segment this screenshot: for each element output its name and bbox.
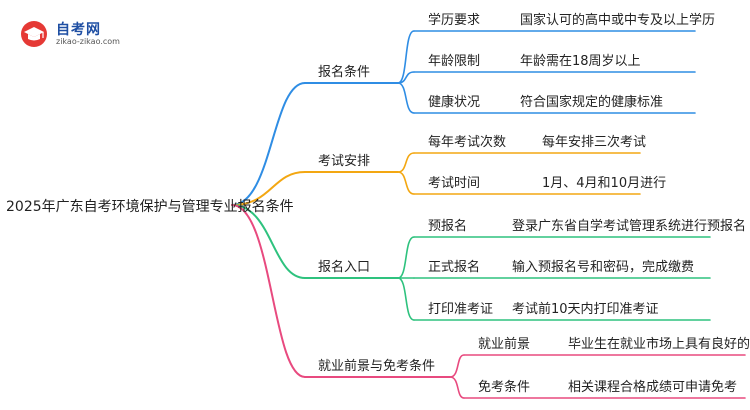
branch-1-item-1-label: 学历要求	[428, 13, 481, 28]
branch-3-item-2-detail: 输入预报名号和密码，完成缴费	[512, 260, 695, 275]
branch-1-item-1-detail: 国家认可的高中或中专及以上学历	[520, 13, 716, 28]
root-topic: 2025年广东自考环境保护与管理专业报名条件	[6, 199, 294, 215]
child-connector	[397, 171, 415, 195]
branch-1-label: 报名条件	[318, 65, 371, 80]
branch-connector	[231, 171, 306, 206]
branch-3-item-1-detail: 登录广东省自学考试管理系统进行预报名	[512, 219, 747, 234]
branch-3-item-3-detail: 考试前10天内打印准考证	[512, 302, 659, 317]
branch-2-item-1-detail: 每年安排三次考试	[542, 135, 647, 150]
branch-3-item-2-label: 正式报名	[428, 260, 481, 275]
branch-connector	[231, 82, 306, 206]
child-connector	[397, 152, 415, 173]
branch-4-item-1-label: 就业前景	[478, 337, 531, 352]
branch-2-item-2-detail: 1月、4月和10月进行	[542, 176, 667, 191]
graduation-cap-icon	[21, 21, 47, 47]
child-connector	[397, 236, 415, 279]
branch-2-item-1-label: 每年考试次数	[428, 135, 507, 150]
site-logo[interactable]: 自考网 zikao-zikao.com	[20, 18, 150, 50]
child-connector	[449, 354, 465, 378]
child-connector	[397, 82, 415, 114]
branch-connector	[231, 204, 306, 378]
branch-3-item-3-label: 打印准考证	[428, 302, 494, 317]
child-connector	[449, 376, 465, 399]
child-connector	[397, 30, 415, 84]
site-logo-url: zikao-zikao.com	[56, 37, 120, 46]
branch-1-item-2-detail: 年龄需在18周岁以上	[520, 54, 641, 69]
branch-connector	[231, 204, 306, 279]
branch-1-item-3-label: 健康状况	[428, 95, 481, 110]
branch-4-label: 就业前景与免考条件	[318, 359, 436, 374]
branch-3-item-1-label: 预报名	[428, 219, 468, 234]
site-logo-title: 自考网	[56, 22, 101, 38]
branch-1-item-2-label: 年龄限制	[428, 54, 481, 69]
branch-4-item-2-label: 免考条件	[478, 380, 531, 395]
child-connector	[397, 277, 415, 321]
branch-3-label: 报名入口	[318, 260, 371, 275]
branch-2-item-2-label: 考试时间	[428, 176, 481, 191]
branch-4-item-2-detail: 相关课程合格成绩可申请免考	[568, 380, 738, 395]
branch-4-item-1-detail: 毕业生在就业市场上具有良好的前景	[568, 337, 750, 352]
branch-1-item-3-detail: 符合国家规定的健康标准	[520, 95, 664, 110]
branch-2-label: 考试安排	[318, 154, 371, 169]
